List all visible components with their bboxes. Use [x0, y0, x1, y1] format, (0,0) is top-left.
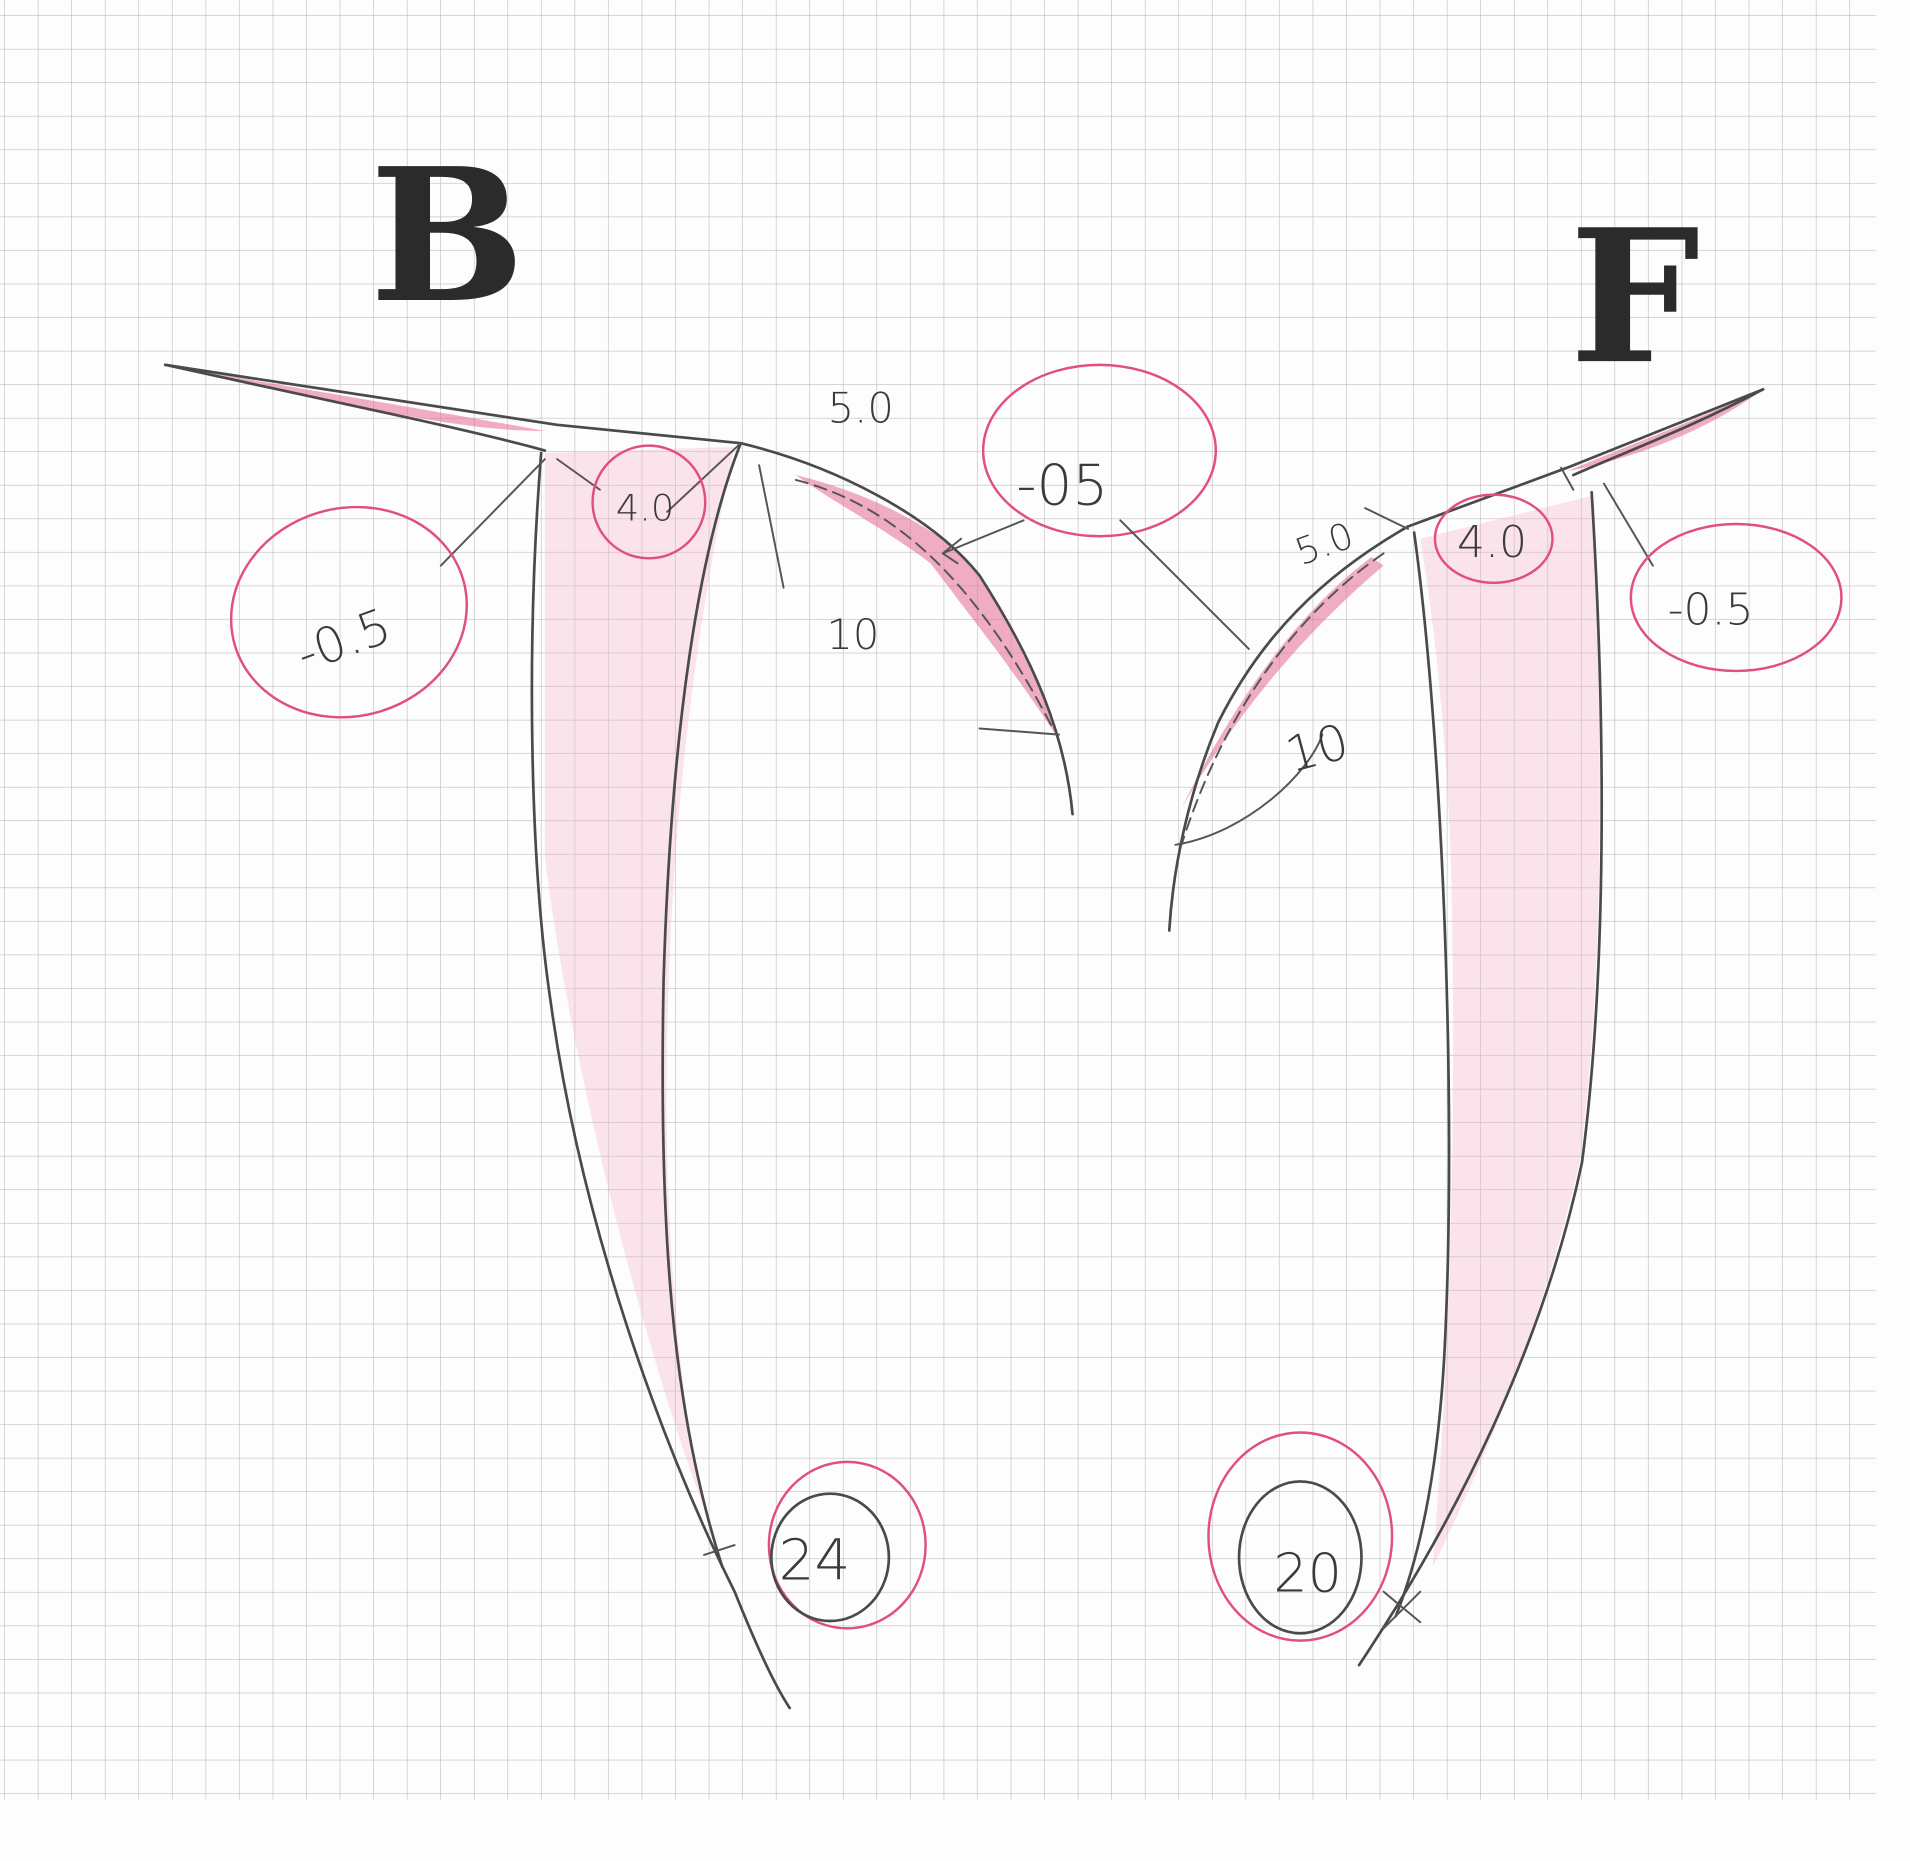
front-shoulder-inner-line: [1571, 387, 1765, 477]
front-neck-curve: [1167, 525, 1410, 932]
front-neck-inner-curve: [1180, 552, 1385, 846]
front-shoulder-offset-label: -0.5: [1668, 584, 1754, 635]
front-length-circle: [1237, 1480, 1363, 1635]
back-neck-offset-circle: [981, 363, 1218, 538]
front-dart-left-leg: [1394, 531, 1451, 1618]
back-neck-curve: [739, 441, 1074, 816]
front-length-pink-circle: [1207, 1431, 1394, 1642]
back-leader-lines: [439, 442, 1061, 1556]
back-dart-width-label: 4.0: [616, 486, 674, 529]
front-dart-width-label: 4.0: [1457, 517, 1527, 568]
front-offset-circle: [1629, 522, 1843, 673]
front-leader-lines: [1119, 466, 1654, 1630]
back-neck-depth-label: 10: [826, 610, 879, 659]
back-dart-right-leg: [661, 441, 743, 1569]
graph-grid: [0, 0, 1876, 1800]
front-shoulder-line: [1406, 387, 1765, 528]
front-dart-right-leg: [1357, 490, 1604, 1667]
back-neck-offset-label: -05: [1016, 453, 1108, 518]
front-piece-label: F: [1570, 190, 1700, 405]
front-neck-shading: [1181, 557, 1384, 809]
back-dart-circle: [591, 444, 707, 560]
front-dart-shading: [1420, 495, 1600, 1568]
front-dart-circle: [1433, 493, 1554, 585]
back-offset-circle: [229, 505, 469, 719]
back-dart-shading: [544, 446, 735, 1555]
back-arrow: [941, 519, 1025, 565]
back-shoulder-inner-line: [163, 363, 547, 452]
back-piece-label: B: [370, 129, 525, 344]
back-pattern-piece: -0.5 4.0 5.0 10 -05 24 B: [163, 129, 1218, 1710]
back-shoulder-line: [163, 363, 743, 445]
back-neck-inner-curve: [794, 478, 1054, 730]
back-neck-width-label: 5.0: [828, 383, 894, 432]
back-shoulder-shading: [165, 364, 545, 431]
back-length-pink-circle: [767, 1460, 927, 1630]
back-length-circle: [769, 1492, 891, 1623]
front-dart-length-label: 20: [1273, 1542, 1342, 1605]
back-dart-length-label: 24: [779, 1528, 851, 1593]
back-dart-left-leg: [530, 451, 792, 1710]
